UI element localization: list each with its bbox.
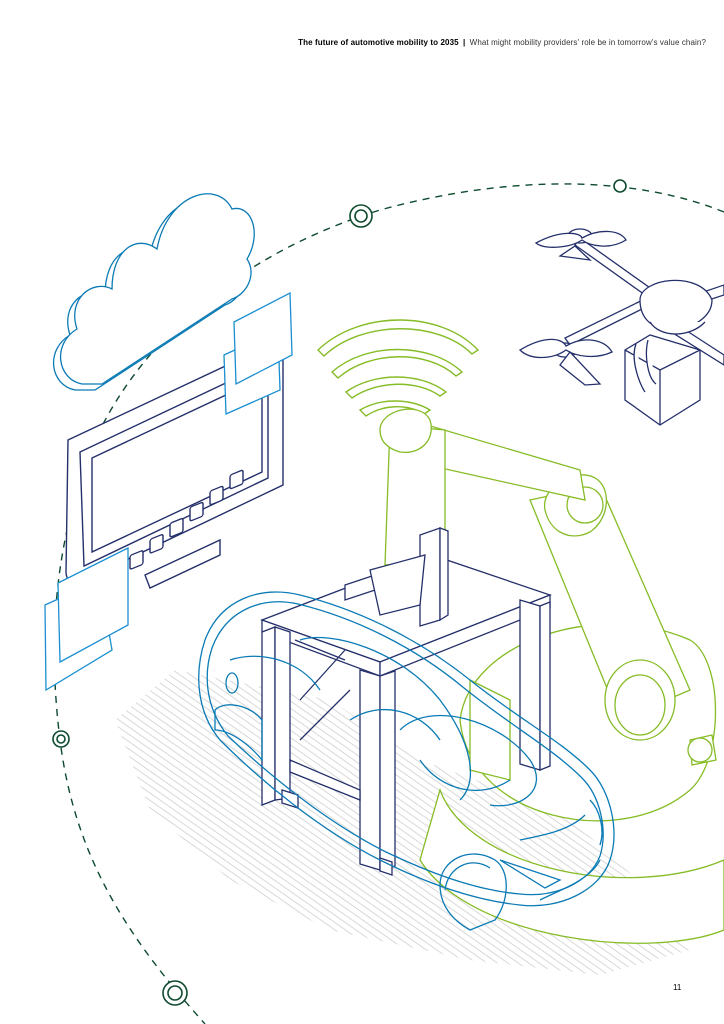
gantry-frame-icon bbox=[260, 527, 552, 876]
floating-panels bbox=[44, 291, 293, 692]
header-title: The future of automotive mobility to 203… bbox=[298, 38, 459, 47]
monitor-buttons bbox=[129, 469, 244, 570]
header-separator: | bbox=[463, 38, 466, 47]
header-subtitle: What might mobility providers' role be i… bbox=[469, 38, 706, 47]
cloud-icon bbox=[53, 193, 255, 391]
page-header: The future of automotive mobility to 203… bbox=[298, 38, 706, 47]
car-body-icon bbox=[198, 591, 615, 931]
wifi-icon bbox=[316, 319, 480, 417]
robot-arm-icon bbox=[379, 408, 724, 944]
drone-icon bbox=[518, 228, 724, 426]
node-circle-icon bbox=[52, 179, 627, 1006]
page-number: 11 bbox=[673, 983, 682, 992]
